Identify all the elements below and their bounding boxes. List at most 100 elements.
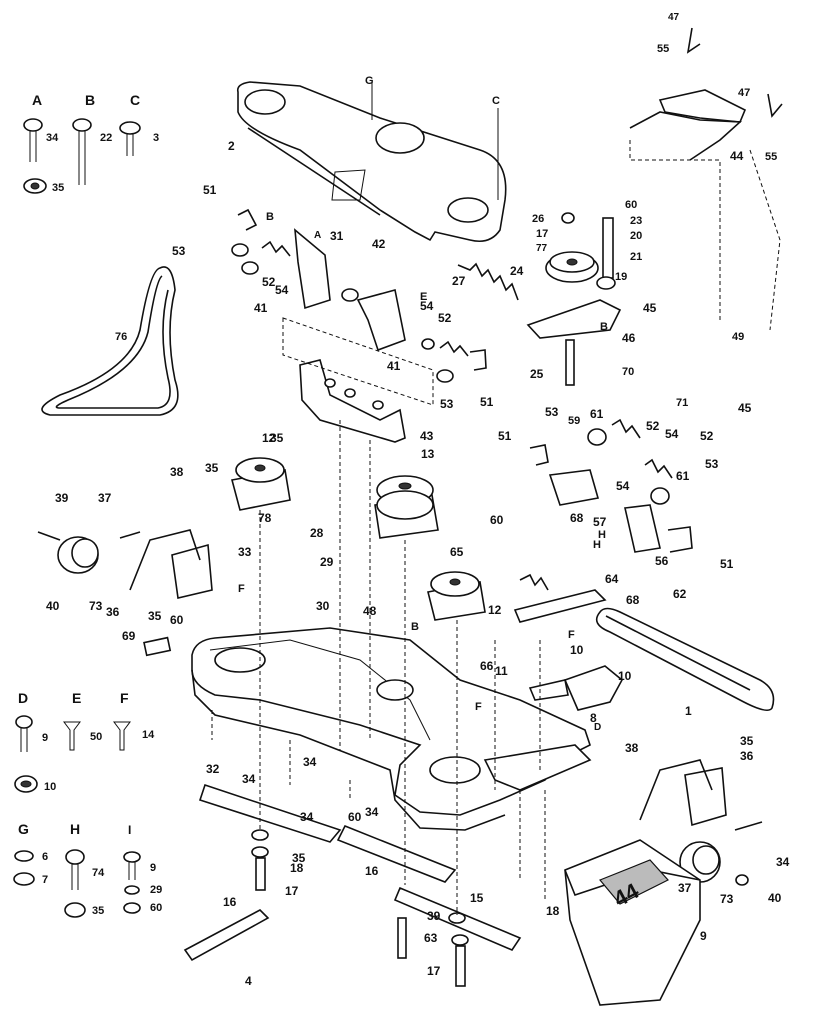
washer-18-left [251, 829, 269, 841]
callout-19: 19 [615, 271, 627, 283]
spring-52-right [439, 340, 469, 357]
decal-31 [331, 169, 366, 201]
washer-54 [421, 338, 435, 350]
washer-g-icon [14, 850, 34, 862]
callout-25: 25 [530, 367, 544, 381]
cutter-blades [183, 783, 522, 987]
idler-pulley-assembly [526, 212, 622, 386]
rear-bracket-43 [282, 317, 434, 443]
washer-18-right [448, 912, 466, 924]
bracket-8 [563, 665, 624, 711]
callout-73: 73 [720, 892, 734, 906]
alignment-lines [211, 420, 546, 915]
legend-number-34: 34 [46, 132, 59, 144]
deck-skirt [191, 669, 506, 831]
idler-pulley-hub [566, 258, 578, 266]
callout-16: 16 [365, 864, 379, 878]
callout-68: 68 [570, 511, 584, 525]
bracket-rod [629, 111, 742, 161]
bushing-42 [341, 288, 359, 302]
callout-45: 45 [738, 401, 752, 415]
callout-35: 35 [270, 431, 284, 445]
legend-number-7: 7 [42, 874, 48, 886]
blade-15-left [198, 783, 342, 843]
callout-28: 28 [310, 526, 324, 540]
callout-c: C [492, 95, 500, 107]
belt-cover-shell [236, 81, 507, 243]
legend-number-29: 29 [150, 884, 162, 896]
callout-54: 54 [275, 283, 289, 297]
spindle-mount-left [214, 647, 266, 673]
callout-53: 53 [172, 244, 186, 258]
callout-40: 40 [768, 891, 782, 905]
wheel-arm-36-right [639, 759, 713, 821]
callout-12: 12 [262, 431, 276, 445]
callout-62: 62 [673, 587, 687, 601]
callout-11: 11 [495, 664, 508, 678]
spring-64 [519, 573, 549, 591]
clip-51-right [469, 349, 487, 371]
callout-38: 38 [170, 465, 184, 479]
bolt-e-icon [63, 721, 81, 751]
gauge-wheel-40-hub [71, 538, 99, 568]
deck-baffle [209, 639, 431, 741]
legend-number-9: 9 [42, 732, 48, 744]
callout-b: B [600, 321, 608, 333]
callout-51: 51 [203, 183, 217, 197]
nut-h-icon [64, 902, 86, 918]
callout-1: 1 [685, 704, 692, 718]
callout-51: 51 [720, 557, 734, 571]
deck-belt-48 [595, 607, 775, 711]
callout-73: 73 [89, 599, 103, 613]
legend-letter-d: D [18, 690, 28, 706]
callout-g: G [365, 75, 374, 87]
callout-16: 16 [223, 895, 237, 909]
spring-52-upper [611, 418, 641, 439]
pulley-13-hub [398, 482, 412, 490]
bolt-39-right [735, 874, 749, 886]
blade-15-center [336, 824, 457, 883]
callout-a: A [314, 230, 321, 241]
callout-47: 47 [738, 87, 750, 99]
hanger-41-left [294, 228, 331, 310]
bolt-shank-a [29, 131, 37, 162]
callout-60: 60 [348, 810, 362, 824]
callout-48: 48 [363, 604, 377, 618]
nut-g-icon [13, 872, 35, 886]
left-gauge-wheel-assembly [37, 529, 213, 657]
rear-hitch-plate [483, 744, 592, 791]
cover-fastener-lines [371, 80, 499, 200]
callout-56: 56 [655, 554, 669, 568]
callout-53: 53 [545, 405, 559, 419]
hardware-legend-bottom: D E F 9 50 14 10 G H I 6 7 74 35 9 29 60 [13, 690, 162, 918]
legend-number-74: 74 [92, 867, 105, 879]
callout-27: 27 [452, 274, 466, 288]
callout-78: 78 [258, 511, 272, 525]
clip-51-lower [667, 526, 693, 553]
legend-number-6: 6 [42, 851, 48, 863]
legend-letter-h: H [70, 821, 80, 837]
callout-17: 17 [427, 964, 441, 978]
blade-bolt-16-left [255, 857, 266, 891]
hardware-legend-top: A B C 34 22 3 35 [23, 92, 159, 194]
nut-i-icon [123, 902, 141, 914]
callout-61: 61 [590, 407, 604, 421]
hex-nut-d-hole [20, 780, 32, 788]
callout-38: 38 [625, 741, 639, 755]
spindle-mount-right [429, 756, 481, 784]
callout-52: 52 [262, 275, 276, 289]
legend-number-60: 60 [150, 902, 162, 914]
callout-44: 44 [730, 149, 744, 163]
legend-number-9b: 9 [150, 862, 156, 874]
callout-34: 34 [365, 805, 379, 819]
tension-spring-27 [457, 262, 519, 301]
callout-23: 23 [630, 215, 642, 227]
callout-8: 8 [590, 711, 597, 725]
callout-10: 10 [618, 669, 632, 683]
washer-17-right [451, 934, 469, 946]
callout-47: 47 [668, 12, 680, 23]
callout-60: 60 [170, 613, 184, 627]
mower-deck-housing [191, 627, 592, 831]
legend-letter-b: B [85, 92, 95, 108]
pulley-12-right-hub [449, 578, 461, 586]
